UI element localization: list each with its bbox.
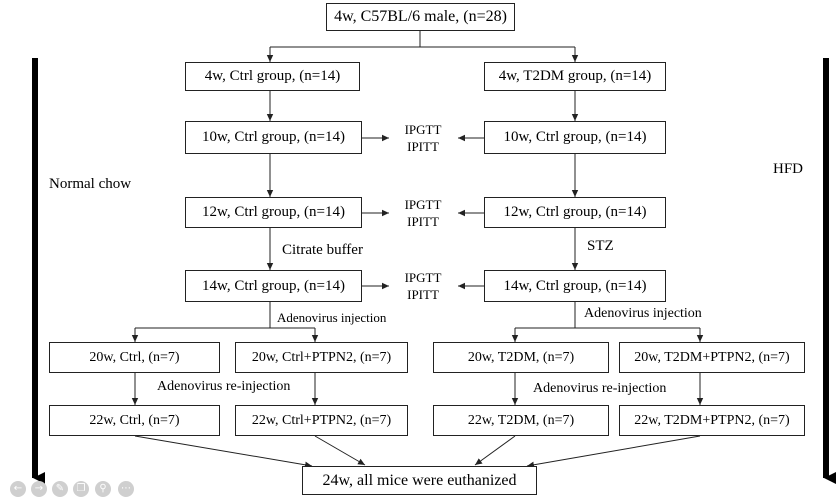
pencil-icon[interactable]: ✎ <box>52 481 68 497</box>
test-ipgtt-14w: IPGTT <box>404 270 442 285</box>
node-ctrl-10w: 10w, Ctrl group, (n=14) <box>185 121 362 154</box>
node-t2dm-20w: 20w, T2DM, (n=7) <box>433 342 609 373</box>
node-ctrl-ptpn2-20w: 20w, Ctrl+PTPN2, (n=7) <box>235 342 408 373</box>
label-citrate-buffer: Citrate buffer <box>282 242 363 258</box>
test-label-14w: IPGTT IPITT <box>398 269 448 303</box>
arrow-right-icon[interactable]: → <box>31 481 47 497</box>
node-end: 24w, all mice were euthanized <box>302 466 537 495</box>
label-reinjection-left: Adenovirus re-injection <box>157 379 291 394</box>
node-t2dm-ptpn2-22w: 22w, T2DM+PTPN2, (n=7) <box>619 405 805 436</box>
node-t2dm-ptpn2-20w: 20w, T2DM+PTPN2, (n=7) <box>619 342 805 373</box>
node-ctrl-20w: 20w, Ctrl, (n=7) <box>49 342 220 373</box>
node-ctrl-4w: 4w, Ctrl group, (n=14) <box>185 62 360 91</box>
test-ipitt-14w: IPITT <box>407 287 439 302</box>
node-right-12w: 12w, Ctrl group, (n=14) <box>484 197 666 228</box>
label-normal-chow: Normal chow <box>49 176 132 192</box>
label-adenovirus-left: Adenovirus injection <box>277 310 387 325</box>
node-right-10w: 10w, Ctrl group, (n=14) <box>484 121 666 154</box>
test-ipgtt-10w: IPGTT <box>404 122 442 137</box>
arrow-left-icon[interactable]: ← <box>10 481 26 497</box>
test-label-12w: IPGTT IPITT <box>398 196 448 230</box>
node-ctrl-22w: 22w, Ctrl, (n=7) <box>49 405 220 436</box>
node-t2dm-4w: 4w, T2DM group, (n=14) <box>484 62 666 91</box>
node-ctrl-12w: 12w, Ctrl group, (n=14) <box>185 197 362 228</box>
test-label-10w: IPGTT IPITT <box>398 121 448 155</box>
test-ipitt-12w: IPITT <box>407 214 439 229</box>
test-ipitt-10w: IPITT <box>407 139 439 154</box>
label-reinjection-right: Adenovirus re-injection <box>533 381 667 396</box>
arrow-t2dm-22w-end <box>474 435 516 466</box>
arrow-t2dm-ptpn2-22w-end <box>526 435 701 468</box>
label-hfd: HFD <box>773 161 804 177</box>
node-t2dm-22w: 22w, T2DM, (n=7) <box>433 405 609 436</box>
node-right-14w: 14w, Ctrl group, (n=14) <box>484 270 666 302</box>
arrow-ctrl-ptpn2-22w-end <box>314 435 366 466</box>
label-adenovirus-right: Adenovirus injection <box>584 306 702 321</box>
copy-icon[interactable]: ❐ <box>73 481 89 497</box>
node-start: 4w, C57BL/6 male, (n=28) <box>326 3 515 31</box>
test-ipgtt-12w: IPGTT <box>404 197 442 212</box>
node-ctrl-ptpn2-22w: 22w, Ctrl+PTPN2, (n=7) <box>235 405 408 436</box>
zoom-icon[interactable]: ⚲ <box>95 481 111 497</box>
arrow-ctrl-22w-end <box>134 435 313 468</box>
more-icon[interactable]: ⋯ <box>118 481 134 497</box>
label-stz: STZ <box>587 238 614 254</box>
node-ctrl-14w: 14w, Ctrl group, (n=14) <box>185 270 362 302</box>
